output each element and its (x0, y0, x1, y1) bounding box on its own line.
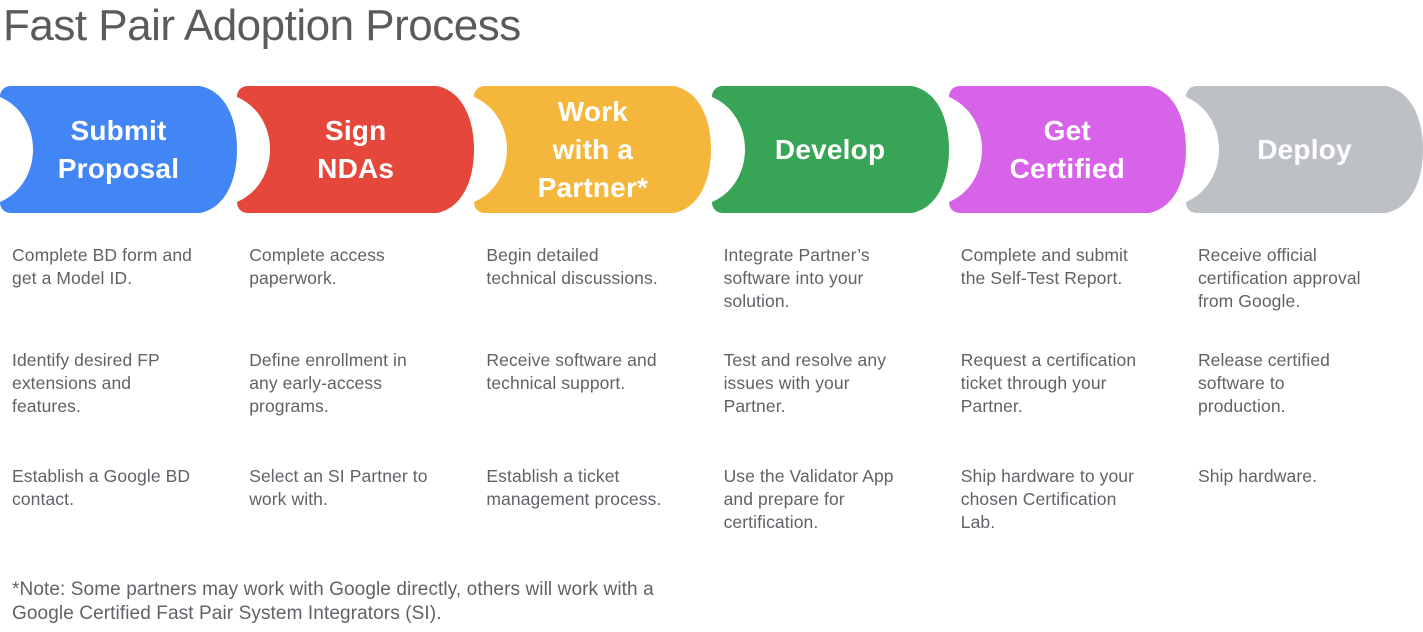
stage-pill-sign-ndas: Sign NDAs (237, 86, 475, 213)
stage-shape-path (948, 86, 1186, 213)
stage-label-get-certified: Get Certified (1009, 114, 1125, 184)
stage-label-deploy: Deploy (1257, 133, 1352, 165)
step-text-deploy-1: Receive official certification approval … (1197, 245, 1361, 311)
step-text-deploy-3: Ship hardware. (1197, 466, 1318, 486)
stage-pill-get-certified: Get Certified (948, 86, 1186, 213)
stage-label-sign-ndas: Sign NDAs (317, 114, 395, 184)
step-text-deploy-2: Release certified software to production… (1197, 350, 1330, 416)
stage-label-develop: Develop (774, 133, 886, 165)
step-text-submit-proposal-2: Identify desired FP extensions and featu… (12, 350, 160, 416)
step-text-work-with-a-partner-2: Receive software and technical support. (486, 350, 657, 393)
step-text-get-certified-2: Request a certification ticket through y… (960, 350, 1137, 416)
step-text-sign-ndas-2: Define enrollment in any early-access pr… (249, 350, 407, 416)
stage-shape-path (0, 86, 237, 213)
step-text-sign-ndas-3: Select an SI Partner to work with. (249, 466, 428, 509)
step-text-submit-proposal-1: Complete BD form and get a Model ID. (12, 245, 192, 288)
stage-shape-deploy (1186, 86, 1423, 213)
stage-pill-deploy: Deploy (1186, 86, 1423, 213)
stage-shape-work-with-a-partner (474, 86, 712, 213)
stage-shape-path (474, 86, 712, 213)
stage-pill-submit-proposal: Submit Proposal (0, 86, 237, 213)
stage-steps-grid: Complete BD form and get a Model ID. Comp… (0, 244, 1423, 534)
step-text-get-certified-3: Ship hardware to your chosen Certificati… (960, 466, 1135, 532)
stage-shape-sign-ndas (237, 86, 475, 213)
process-stages-row: Submit Proposal Sign NDAs Work with a Part… (0, 86, 1423, 213)
step-text-develop-2: Test and resolve any issues with your Pa… (723, 350, 887, 416)
footnote: *Note: Some partners may work with Googl… (12, 579, 654, 624)
stage-shape-path (711, 86, 949, 213)
step-text-sign-ndas-1: Complete access paperwork. (249, 245, 385, 288)
stage-shape-develop (711, 86, 949, 213)
stage-label-work-with-a-partner: Work with a Partner* (537, 95, 649, 203)
stage-label-submit-proposal: Submit Proposal (57, 114, 180, 184)
page-title: Fast Pair Adoption Process (3, 1, 521, 50)
stage-shape-path (237, 86, 475, 213)
stage-shape-get-certified (948, 86, 1186, 213)
step-text-get-certified-1: Complete and submit the Self-Test Report… (960, 245, 1129, 288)
step-text-develop-1: Integrate Partner’s software into your s… (723, 245, 870, 311)
stage-pill-develop: Develop (711, 86, 949, 213)
step-text-develop-3: Use the Validator App and prepare for ce… (723, 466, 894, 532)
stage-shape-path (1186, 86, 1423, 213)
step-text-work-with-a-partner-1: Begin detailed technical discussions. (486, 245, 658, 288)
stage-pill-work-with-a-partner: Work with a Partner* (474, 86, 712, 213)
stage-shape-submit-proposal (0, 86, 237, 213)
step-text-work-with-a-partner-3: Establish a ticket management process. (486, 466, 662, 509)
step-text-submit-proposal-3: Establish a Google BD contact. (12, 466, 191, 509)
